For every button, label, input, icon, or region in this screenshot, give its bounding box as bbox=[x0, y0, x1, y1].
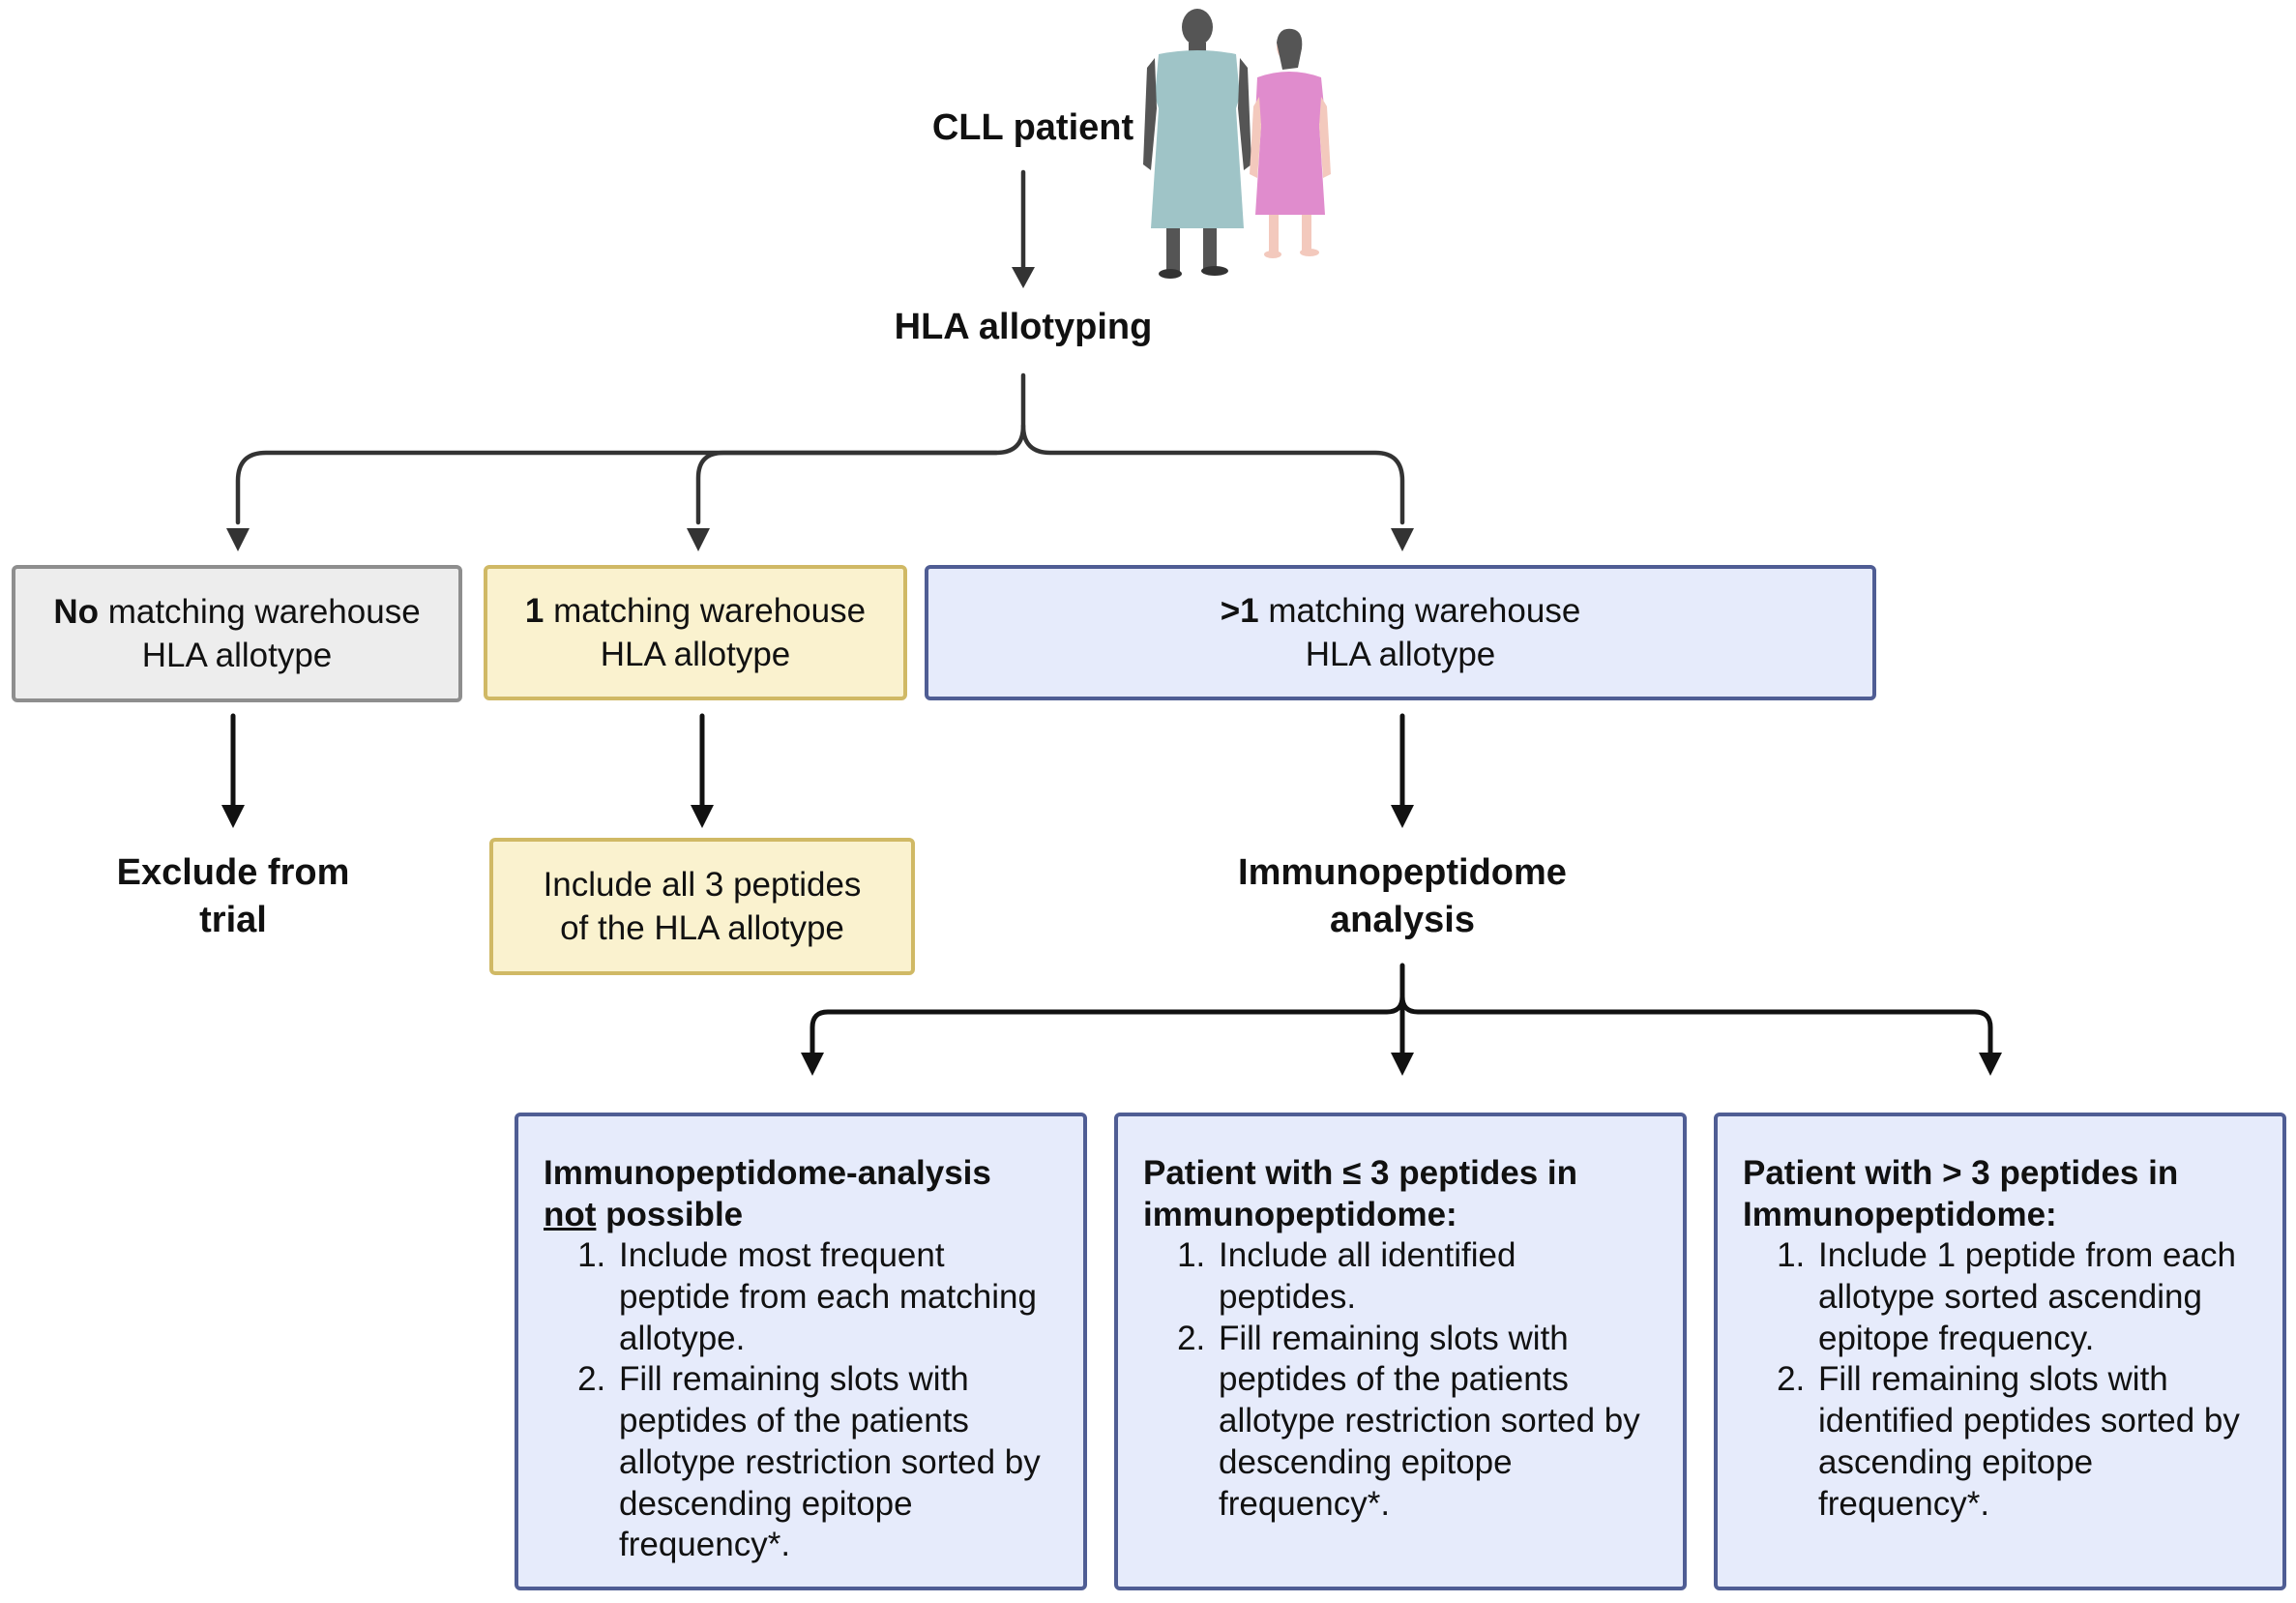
rule-step: Include 1 peptide from each allotype sor… bbox=[1814, 1235, 2253, 1359]
rule-steps: Include 1 peptide from each allotype sor… bbox=[1743, 1235, 2253, 1525]
arrowhead bbox=[801, 1053, 824, 1076]
rule-title: Patient with ≤ 3 peptides in immunopepti… bbox=[1143, 1154, 1577, 1233]
branch-one-line2: HLA allotype bbox=[600, 636, 791, 673]
branch-many-line2: HLA allotype bbox=[1305, 636, 1496, 673]
include-all-line1: Include all 3 peptides bbox=[543, 865, 862, 904]
arrowhead bbox=[1391, 805, 1414, 828]
rule-step: Fill remaining slots with peptides of th… bbox=[615, 1359, 1054, 1565]
patient-label: CLL patient bbox=[931, 107, 1134, 148]
connector-allotyping-to-one bbox=[695, 450, 999, 525]
arrowhead bbox=[1012, 267, 1035, 288]
rule-box-le3: Patient with ≤ 3 peptides in immunopepti… bbox=[1114, 1113, 1687, 1590]
connector-immuno-brace bbox=[809, 963, 1405, 1059]
branch-none-line2: HLA allotype bbox=[141, 637, 333, 674]
rule-box-gt3: Patient with > 3 peptides in Immunopepti… bbox=[1714, 1113, 2286, 1590]
arrowhead bbox=[1391, 1053, 1414, 1076]
arrowhead bbox=[687, 528, 710, 551]
male-patient-icon bbox=[1143, 9, 1251, 279]
connector-immuno-to-right bbox=[1399, 994, 1993, 1059]
arrowhead bbox=[1979, 1053, 2002, 1076]
arrowhead bbox=[221, 805, 245, 828]
arrowhead bbox=[1391, 528, 1414, 551]
connector-allotyping-brace bbox=[235, 372, 1026, 525]
include-all-box: Include all 3 peptides of the HLA alloty… bbox=[489, 838, 915, 975]
rule-step: Fill remaining slots with identified pep… bbox=[1814, 1359, 2253, 1525]
rule-step: Fill remaining slots with peptides of th… bbox=[1215, 1319, 1654, 1525]
branch-one-line1: 1 matching warehouse bbox=[524, 591, 867, 630]
rule-step: Include most frequent peptide from each … bbox=[615, 1235, 1054, 1359]
connector-allotyping-to-many bbox=[1020, 423, 1405, 525]
female-patient-icon bbox=[1250, 28, 1331, 258]
branch-none-line1: No matching warehouse bbox=[53, 592, 421, 631]
arrowhead bbox=[226, 528, 250, 551]
include-all-line2: of the HLA allotype bbox=[560, 909, 844, 947]
rule-step: Include all identified peptides. bbox=[1215, 1235, 1654, 1318]
branch-one-box: 1 matching warehouse HLA allotype bbox=[484, 565, 907, 700]
rule-steps: Include all identified peptides. Fill re… bbox=[1143, 1235, 1654, 1525]
rule-title: Patient with > 3 peptides in Immunopepti… bbox=[1743, 1154, 2179, 1233]
branch-many-line1: >1 matching warehouse bbox=[1220, 591, 1581, 630]
branch-many-box: >1 matching warehouse HLA allotype bbox=[925, 565, 1876, 700]
rule-steps: Include most frequent peptide from each … bbox=[544, 1235, 1054, 1566]
allotyping-label: HLA allotyping bbox=[894, 307, 1153, 347]
branch-none-box: No matching warehouse HLA allotype bbox=[12, 565, 462, 702]
arrowhead bbox=[691, 805, 714, 828]
